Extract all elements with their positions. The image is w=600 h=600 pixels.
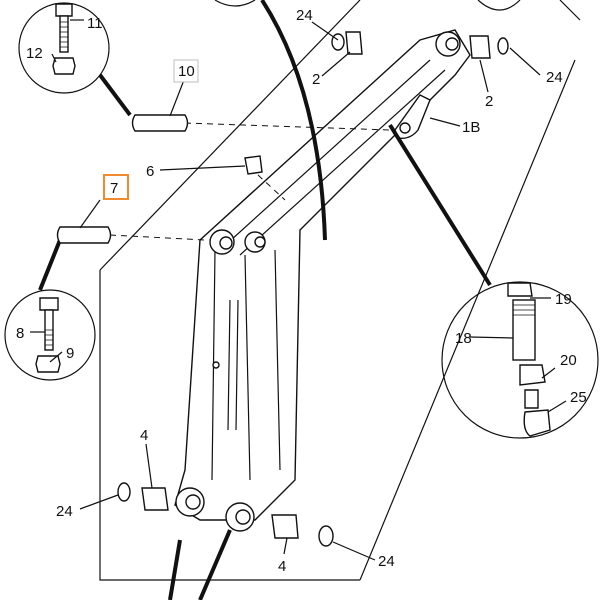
label-24-top: 24 — [296, 7, 313, 24]
inset-top-partial — [214, 0, 521, 11]
label-19: 19 — [555, 291, 572, 308]
inset-bottom-left — [4, 289, 96, 381]
hose-lines — [38, 0, 492, 600]
label-2-top: 2 — [312, 71, 320, 88]
alignment-lines — [109, 122, 391, 241]
label-10-box — [173, 59, 199, 83]
label-4-bottom: 4 — [278, 558, 286, 575]
label-11: 11 — [87, 15, 103, 32]
label-18: 18 — [455, 330, 472, 347]
inset-top-left — [18, 2, 110, 94]
label-12: 12 — [26, 45, 43, 62]
label-25: 25 — [570, 389, 587, 406]
label-1b: 1B — [462, 119, 480, 136]
label-4-left: 4 — [140, 427, 148, 444]
bushings-washers — [56, 31, 509, 547]
inset-right — [441, 281, 599, 439]
label-10: 10 — [178, 63, 195, 80]
label-20: 20 — [560, 352, 577, 369]
label-6: 6 — [146, 163, 154, 180]
bracket-1b — [394, 94, 431, 140]
label-9: 9 — [66, 345, 74, 362]
frame-outline — [99, 0, 581, 581]
label-8: 8 — [16, 325, 24, 342]
label-7-highlight — [103, 174, 129, 200]
label-24-left: 24 — [56, 503, 73, 520]
label-24-bottom: 24 — [378, 553, 395, 570]
label-2-right: 2 — [485, 93, 493, 110]
label-24-right: 24 — [546, 69, 563, 86]
boom-arm — [174, 29, 471, 532]
label-7: 7 — [110, 180, 118, 197]
leader-lines — [30, 19, 567, 561]
